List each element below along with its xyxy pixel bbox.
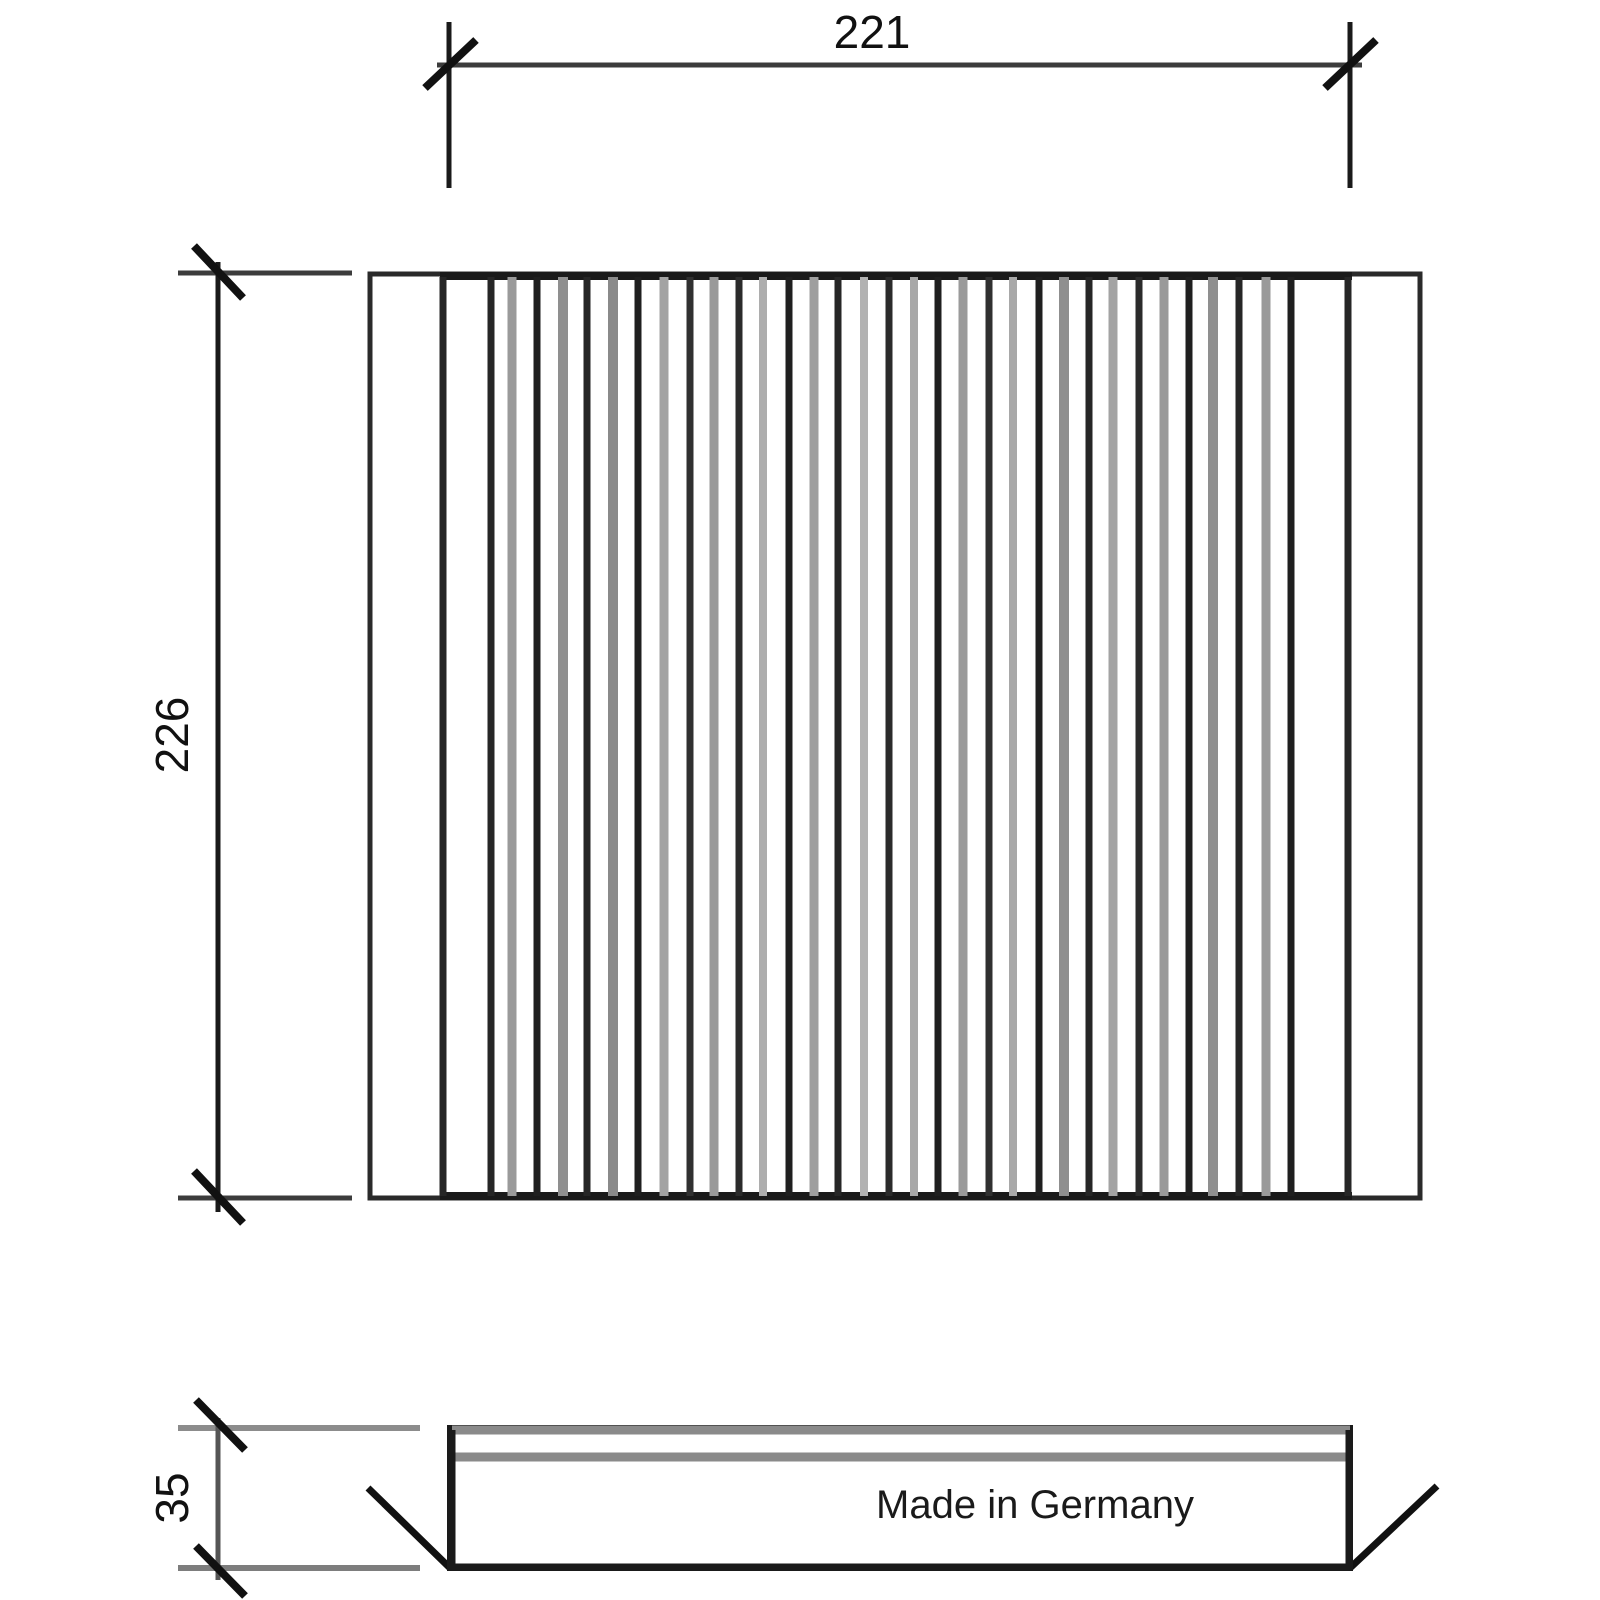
front-view bbox=[367, 271, 1423, 1201]
height-dimension-group bbox=[178, 243, 352, 1226]
height-tick-bottom bbox=[191, 1168, 246, 1226]
height-tick-top bbox=[191, 243, 246, 301]
side-view-leader-left bbox=[365, 1485, 453, 1571]
thickness-dimension-group bbox=[178, 1397, 420, 1599]
width-dimension-label: 221 bbox=[834, 6, 911, 58]
width-tick-right bbox=[1322, 37, 1379, 91]
thickness-tick-bottom bbox=[193, 1543, 248, 1599]
thickness-dimension-label: 35 bbox=[146, 1472, 198, 1523]
side-view-leader-right bbox=[1347, 1483, 1440, 1571]
pleat-field bbox=[439, 277, 1352, 1196]
height-dimension-label: 226 bbox=[146, 697, 198, 774]
thickness-tick-top bbox=[193, 1397, 248, 1453]
side-view: Made in Germany bbox=[365, 1425, 1440, 1571]
width-dimension-group bbox=[422, 22, 1379, 188]
width-tick-left bbox=[422, 37, 479, 91]
made-in-germany-marking: Made in Germany bbox=[876, 1483, 1194, 1527]
